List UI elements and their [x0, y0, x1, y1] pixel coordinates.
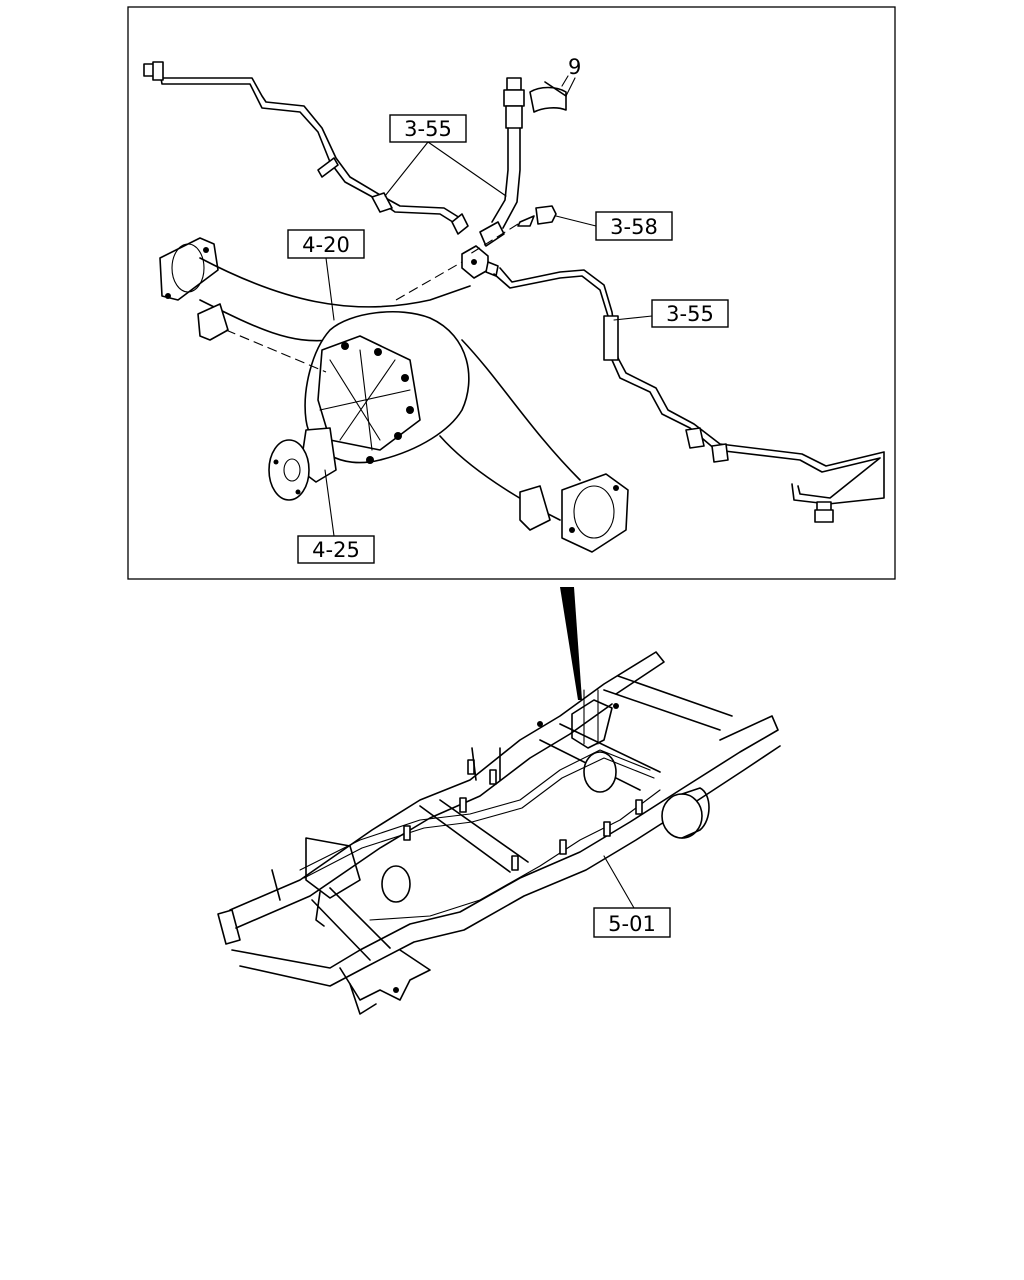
callout-chassis-frame: 5-01 — [593, 907, 671, 938]
chassis-frame — [217, 651, 781, 1015]
union-bolt — [469, 205, 597, 255]
svg-text:4-20: 4-20 — [302, 233, 350, 257]
svg-text:3-58: 3-58 — [610, 215, 658, 239]
callout-hose-clip: 9 — [568, 55, 581, 79]
svg-text:3-55: 3-55 — [404, 117, 452, 141]
leader-lines — [324, 77, 653, 909]
detail-pointer — [560, 587, 582, 700]
hidden-line-left — [225, 329, 327, 373]
callout-text: 9 — [568, 55, 581, 79]
callout-brake-pipe-right: 3-55 — [651, 299, 729, 328]
svg-text:4-25: 4-25 — [312, 538, 360, 562]
svg-text:3-55: 3-55 — [666, 302, 714, 326]
brake-pipe-right — [493, 267, 885, 523]
callout-rear-axle-case: 4-20 — [287, 229, 365, 259]
flexible-brake-hose — [479, 77, 525, 247]
callout-axle-shaft: 4-25 — [297, 535, 375, 564]
callout-union-bolt: 3-58 — [595, 211, 673, 241]
hose-clip — [529, 75, 569, 113]
brake-pipe-left — [143, 61, 469, 235]
detail-inset-frame — [127, 6, 896, 580]
hidden-line-connector — [395, 261, 463, 301]
svg-text:5-01: 5-01 — [608, 912, 656, 936]
rear-axle-case — [159, 237, 629, 553]
three-way-connector — [461, 245, 499, 279]
callout-brake-pipe-left: 3-55 — [389, 114, 467, 143]
